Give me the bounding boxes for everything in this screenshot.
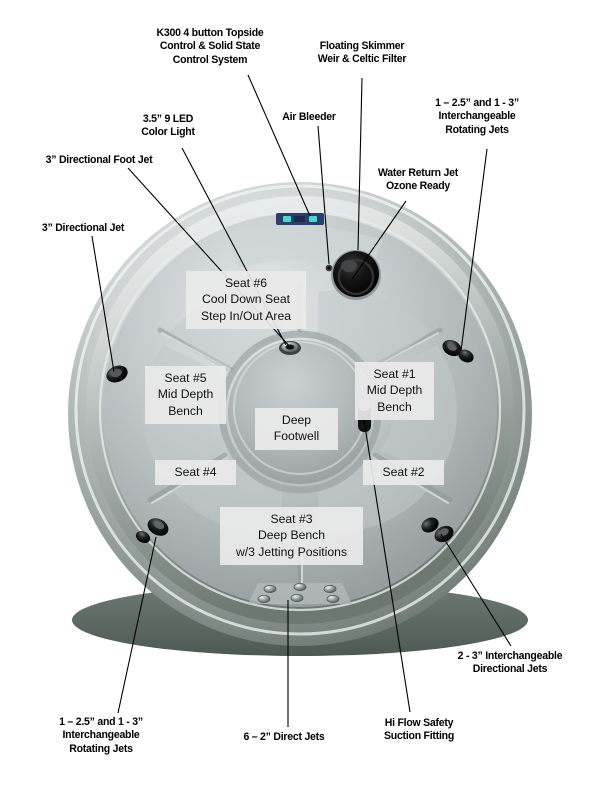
callout-rotating-jets-top-right: 1 – 2.5” and 1 - 3” Interchangeable Rota…	[435, 97, 519, 136]
callout-directional-foot-jet: 3” Directional Foot Jet	[45, 154, 153, 166]
callout-directional-jet: 3” Directional Jet	[41, 222, 125, 234]
leader-floating-skimmer	[357, 77, 363, 251]
callout-rotating-jets-bottom-left: 1 – 2.5” and 1 - 3” Interchangeable Rota…	[59, 716, 143, 755]
callout-floating-skimmer: Floating Skimmer Weir & Celtic Filter	[317, 40, 407, 66]
step-in-area	[224, 223, 382, 272]
callout-interchangeable-directional-jets: 2 - 3” Interchangeable Directional Jets	[457, 650, 563, 676]
callout-air-bleeder: Air Bleeder	[282, 111, 336, 123]
floating-skimmer-port[interactable]	[331, 250, 381, 300]
leader-rotating-jets-bottom-left	[117, 536, 157, 714]
callout-direct-jets: 6 – 2” Direct Jets	[243, 731, 325, 743]
seat-label-deep-footwell: Deep Footwell	[255, 408, 338, 450]
directional-jets-right-lower[interactable]	[419, 515, 457, 546]
seat-label-seat-2: Seat #2	[363, 460, 444, 486]
seat-label-seat-4: Seat #4	[155, 460, 236, 486]
leader-water-return-jet	[351, 200, 407, 280]
tub-base-shadow	[72, 584, 528, 656]
directional-jet-left[interactable]	[104, 362, 130, 385]
topside-control-panel[interactable]	[276, 213, 324, 225]
seat-label-seat-5: Seat #5 Mid Depth Bench	[145, 366, 226, 425]
seat-label-seat-6: Seat #6 Cool Down Seat Step In/Out Area	[186, 271, 306, 330]
leader-air-bleeder	[317, 125, 330, 265]
callout-led-color-light: 3.5” 9 LED Color Light	[141, 113, 195, 139]
leader-directional-jet	[91, 235, 115, 373]
rotating-jets-left-lower[interactable]	[134, 515, 172, 546]
callout-water-return-jet: Water Return Jet Ozone Ready	[378, 167, 458, 193]
rotating-jets-right-upper[interactable]	[440, 337, 476, 365]
air-bleeder-port[interactable]	[325, 264, 333, 272]
callout-k300-topside-control: K300 4 button Topside Control & Solid St…	[156, 27, 264, 66]
leader-k300-topside-control	[247, 74, 311, 217]
leader-interchangeable-directional-jets	[440, 533, 512, 647]
air-bleeder-port-inner	[327, 266, 331, 270]
seat-label-seat-3: Seat #3 Deep Bench w/3 Jetting Positions	[220, 507, 363, 566]
seat-label-seat-1: Seat #1 Mid Depth Bench	[355, 362, 434, 421]
callout-hi-flow-safety-suction: Hi Flow Safety Suction Fitting	[383, 717, 455, 743]
direct-jets-cluster[interactable]	[248, 583, 352, 604]
led-color-light[interactable]	[279, 341, 301, 355]
